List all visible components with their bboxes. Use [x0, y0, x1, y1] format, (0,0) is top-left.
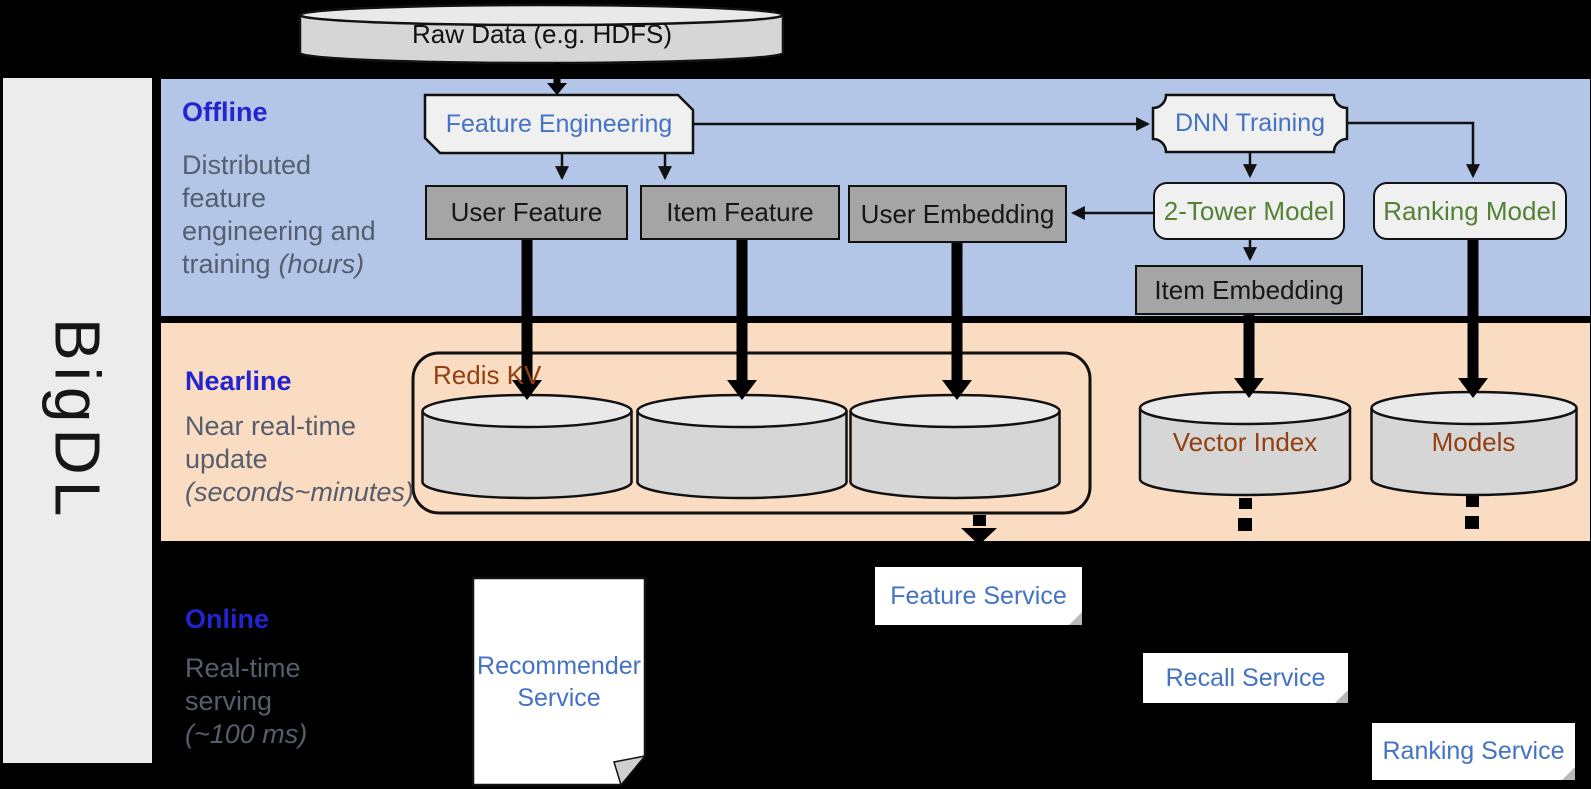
offline-band-description: Distributed feature engineering and trai…	[182, 149, 376, 281]
dashed-arrow-redis-to-feature-service	[961, 515, 997, 545]
offline-desc-italic: (hours)	[278, 249, 365, 279]
document-fold-corner	[613, 754, 647, 787]
arrow-ranking-model-to-models	[1458, 240, 1488, 398]
online-desc-italic: (~100 ms)	[185, 719, 308, 749]
online-desc-line: serving	[185, 686, 273, 716]
recommender-service-label: Recommender Service	[477, 651, 641, 712]
arrow-item-feature-to-redis	[727, 240, 757, 400]
redis-cylinder-2	[636, 393, 848, 500]
models-label: Models	[1431, 426, 1516, 457]
dashed-line-vector-index-to-recall	[1238, 498, 1252, 531]
online-desc-line: Real-time	[185, 653, 301, 683]
nearline-band-description: Near real-time update (seconds~minutes)	[185, 410, 414, 509]
feature-engineering-shape	[423, 93, 695, 155]
online-band-description: Real-time serving (~100 ms)	[185, 652, 307, 751]
vector-index-label: Vector Index	[1172, 426, 1318, 457]
online-band-title: Online	[185, 604, 270, 634]
dnn-training-label: DNN Training	[1174, 109, 1326, 137]
ranking-model-box: Ranking Model	[1373, 182, 1567, 240]
user-feature-box: User Feature	[425, 185, 628, 240]
dashed-line-models-to-ranking	[1465, 496, 1479, 529]
offline-desc-line: training(hours)	[182, 249, 365, 279]
raw-data-label: Raw Data (e.g. HDFS)	[411, 18, 673, 49]
folded-corner-icon	[1335, 690, 1348, 703]
bigdl-brand-bar: BigDL	[3, 78, 152, 763]
redis-kv-label: Redis KV	[433, 360, 542, 390]
nearline-desc-italic: (seconds~minutes)	[185, 477, 414, 507]
ranking-service-card: Ranking Service	[1372, 723, 1575, 780]
redis-cylinder-3	[849, 393, 1061, 500]
feature-engineering-label: Feature Engineering	[445, 109, 673, 138]
nearline-band-title: Nearline	[185, 366, 292, 396]
offline-desc-line: Distributed	[182, 150, 312, 180]
offline-band-title: Offline	[182, 97, 268, 127]
dnn-training-shape	[1151, 93, 1349, 154]
bigdl-logo-text: BigDL	[41, 318, 114, 523]
vector-index-cylinder	[1138, 390, 1352, 497]
recall-service-card: Recall Service	[1143, 653, 1348, 703]
two-tower-model-box: 2-Tower Model	[1153, 182, 1345, 240]
arrow-dnn-to-ranking-model	[1347, 121, 1480, 179]
offline-desc-line: engineering and	[182, 216, 376, 246]
item-embedding-box: Item Embedding	[1135, 265, 1363, 315]
redis-cylinder-1	[421, 393, 633, 500]
folded-corner-icon	[1562, 767, 1575, 780]
arrow-item-embedding-to-vector-index	[1234, 315, 1264, 398]
feature-service-card: Feature Service	[875, 567, 1082, 625]
nearline-desc-line: Near real-time	[185, 411, 357, 441]
arrow-user-feature-to-redis	[512, 240, 542, 400]
offline-desc-line: feature	[182, 183, 267, 213]
item-feature-box: Item Feature	[640, 185, 840, 240]
arrow-rawdata-to-fe	[547, 63, 567, 95]
user-embedding-box: User Embedding	[848, 185, 1067, 243]
nearline-desc-line: update	[185, 444, 268, 474]
raw-data-cylinder	[298, 3, 785, 65]
arrow-user-embedding-to-redis	[942, 243, 972, 400]
redis-kv-container	[411, 351, 1092, 515]
models-cylinder	[1370, 390, 1578, 497]
folded-corner-icon	[1069, 612, 1082, 625]
